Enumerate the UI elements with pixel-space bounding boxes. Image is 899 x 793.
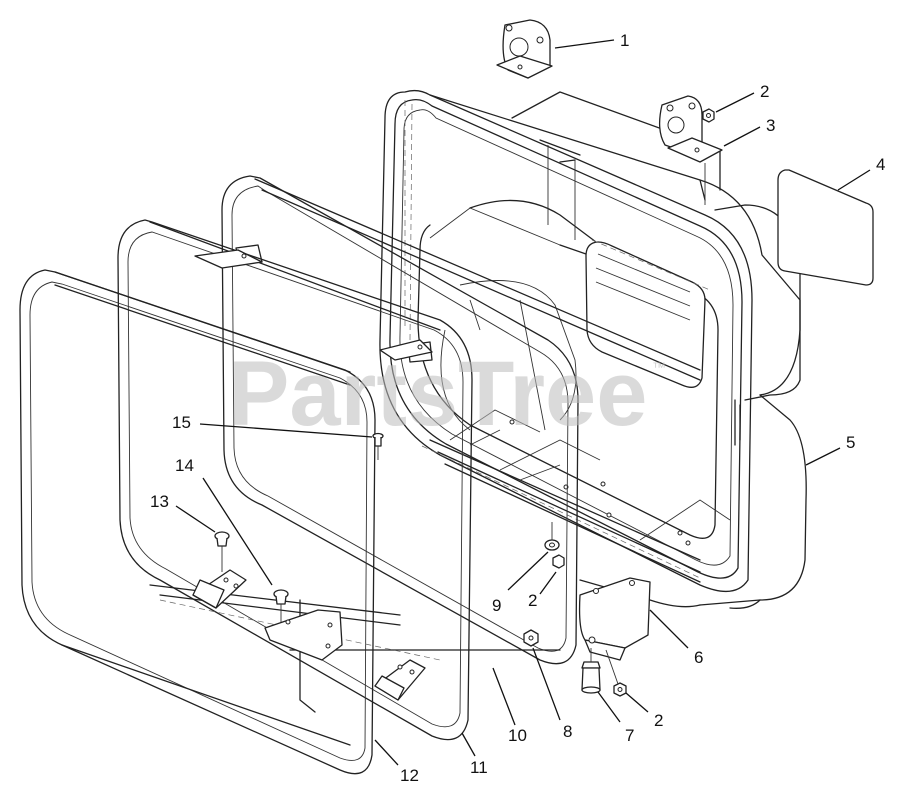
nut-top[interactable] [702, 108, 715, 123]
callout-1: 1 [620, 31, 629, 50]
watermark-trademark: ™ [652, 359, 666, 375]
bottom-bracket-left[interactable] [192, 569, 247, 609]
screw-15[interactable] [372, 432, 384, 461]
callout-10: 10 [508, 726, 527, 745]
callout-13: 13 [150, 492, 169, 511]
callout-3: 3 [766, 116, 775, 135]
callout-14: 14 [175, 456, 194, 475]
leader-lines [175, 39, 871, 766]
nut-8[interactable] [523, 629, 539, 647]
watermark: PartsTree [228, 343, 647, 445]
callout-7: 7 [625, 726, 634, 745]
callout-12: 12 [400, 766, 419, 785]
callout-2-top: 2 [760, 82, 769, 101]
bottom-bracket-center[interactable] [264, 609, 343, 661]
plug-13[interactable] [214, 531, 230, 572]
nut-bottom[interactable] [605, 649, 627, 697]
washer-9[interactable] [544, 522, 560, 551]
callout-9: 9 [492, 596, 501, 615]
callout-5: 5 [846, 433, 855, 452]
frame-rear[interactable] [221, 175, 701, 665]
mount-bracket-6[interactable] [578, 577, 651, 661]
callout-2-middle: 2 [528, 591, 537, 610]
callout-6: 6 [694, 648, 703, 667]
frame-middle[interactable] [117, 219, 473, 741]
decal-panel[interactable] [777, 169, 874, 286]
hinge-bracket-right[interactable] [658, 95, 723, 205]
callout-2-bottom: 2 [654, 711, 663, 730]
bottom-bracket-right[interactable] [374, 659, 426, 701]
isolator-7[interactable] [581, 648, 601, 694]
callout-labels: 1 2 3 4 5 6 2 7 8 10 11 12 9 2 13 14 15 [150, 31, 885, 785]
callout-4: 4 [876, 155, 885, 174]
hinge-bracket-top[interactable] [496, 19, 553, 79]
plug-14[interactable] [273, 589, 289, 622]
callout-11: 11 [470, 758, 488, 777]
housing-shell[interactable] [379, 89, 807, 609]
callout-15: 15 [172, 413, 191, 432]
callout-8: 8 [563, 722, 572, 741]
nut-mid[interactable] [552, 554, 565, 569]
